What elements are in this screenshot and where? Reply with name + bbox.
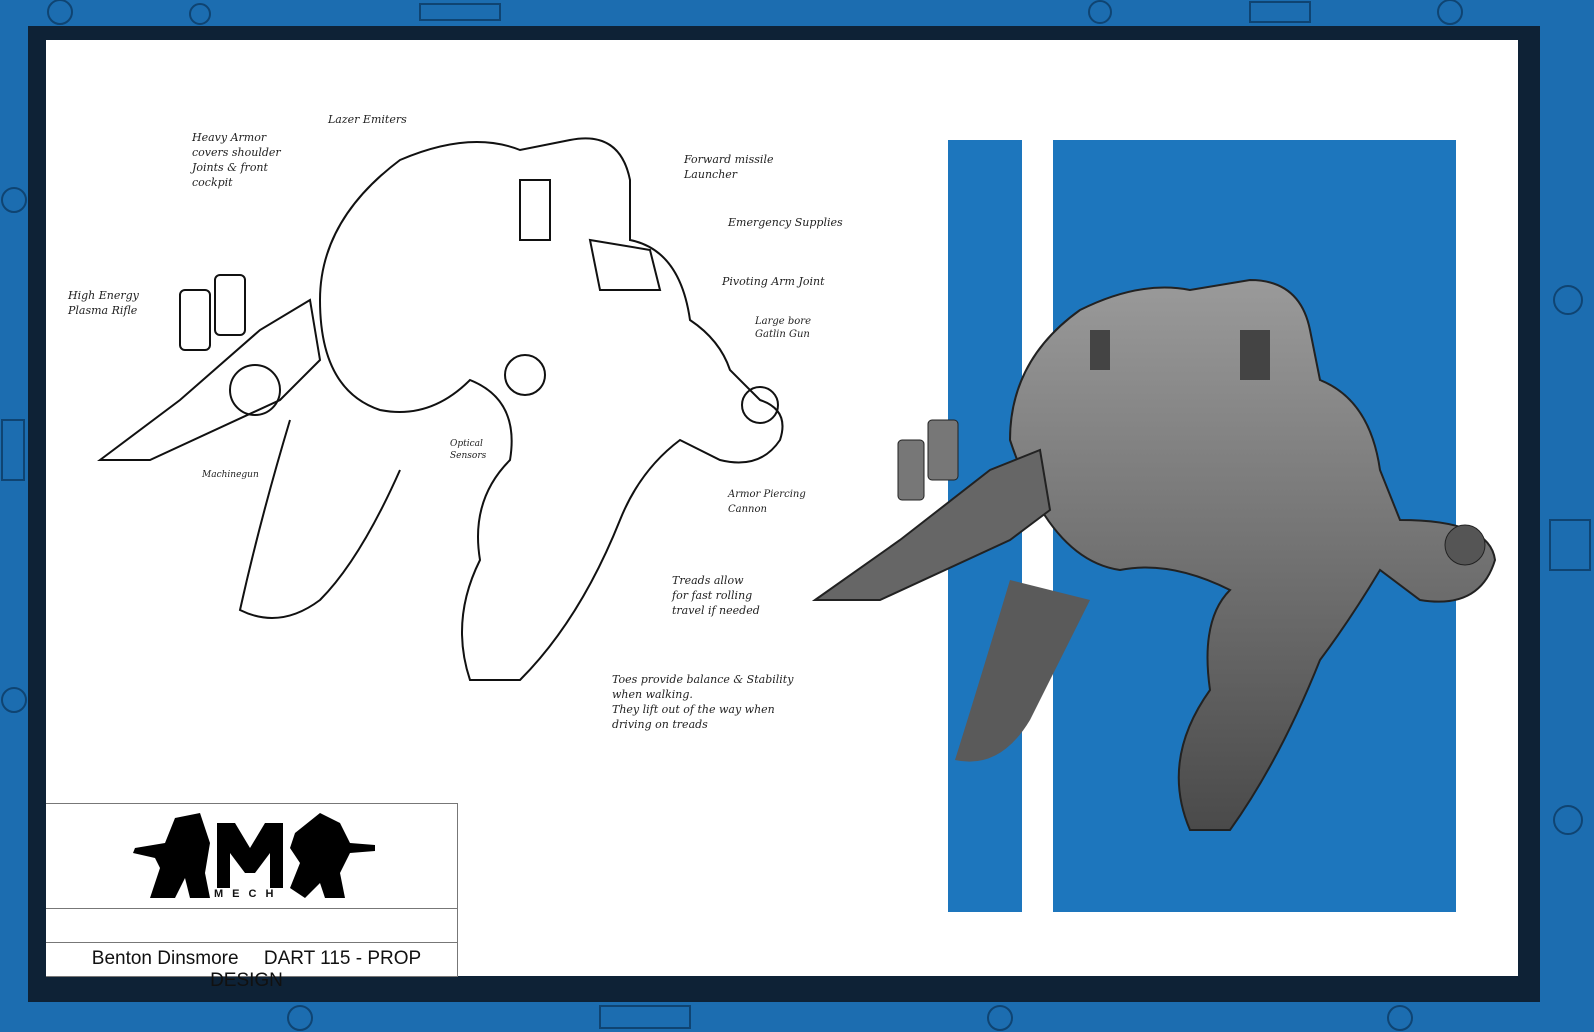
- annotation-lazer-emitters: Lazer Emiters: [328, 113, 407, 126]
- annotation-toes: Toes provide balance & Stability when wa…: [612, 673, 794, 731]
- annotation-gatlin-gun: Large bore Gatlin Gun: [755, 316, 812, 340]
- logo-text: MECH: [214, 888, 283, 900]
- annotation-treads: Treads allow for fast rolling travel if …: [672, 574, 760, 617]
- annotation-plasma-rifle: High Energy Plasma Rifle: [68, 289, 139, 317]
- course-title: DART 115 - PROP DESIGN: [210, 948, 422, 991]
- annotation-armor-cannon: Armor Piercing Cannon: [728, 489, 806, 515]
- annotation-arm-joint: Pivoting Arm Joint: [722, 275, 825, 288]
- annotation-emergency-supplies: Emergency Supplies: [728, 216, 843, 229]
- annotation-optical-sensors: Optical Sensors: [450, 439, 487, 461]
- annotation-machinegun: Machinegun: [202, 470, 259, 480]
- title-block-caption: Benton Dinsmore DART 115 - PROP DESIGN: [46, 948, 457, 992]
- mech-logo: [133, 813, 375, 898]
- annotation-heavy-armor: Heavy Armor covers shoulder Joints & fro…: [192, 131, 281, 189]
- title-block: Benton Dinsmore DART 115 - PROP DESIGN: [46, 803, 458, 991]
- annotation-missile-launcher: Forward missile Launcher: [684, 153, 774, 181]
- divider: [46, 908, 457, 909]
- divider: [46, 942, 457, 943]
- author-name: Benton Dinsmore: [91, 948, 239, 969]
